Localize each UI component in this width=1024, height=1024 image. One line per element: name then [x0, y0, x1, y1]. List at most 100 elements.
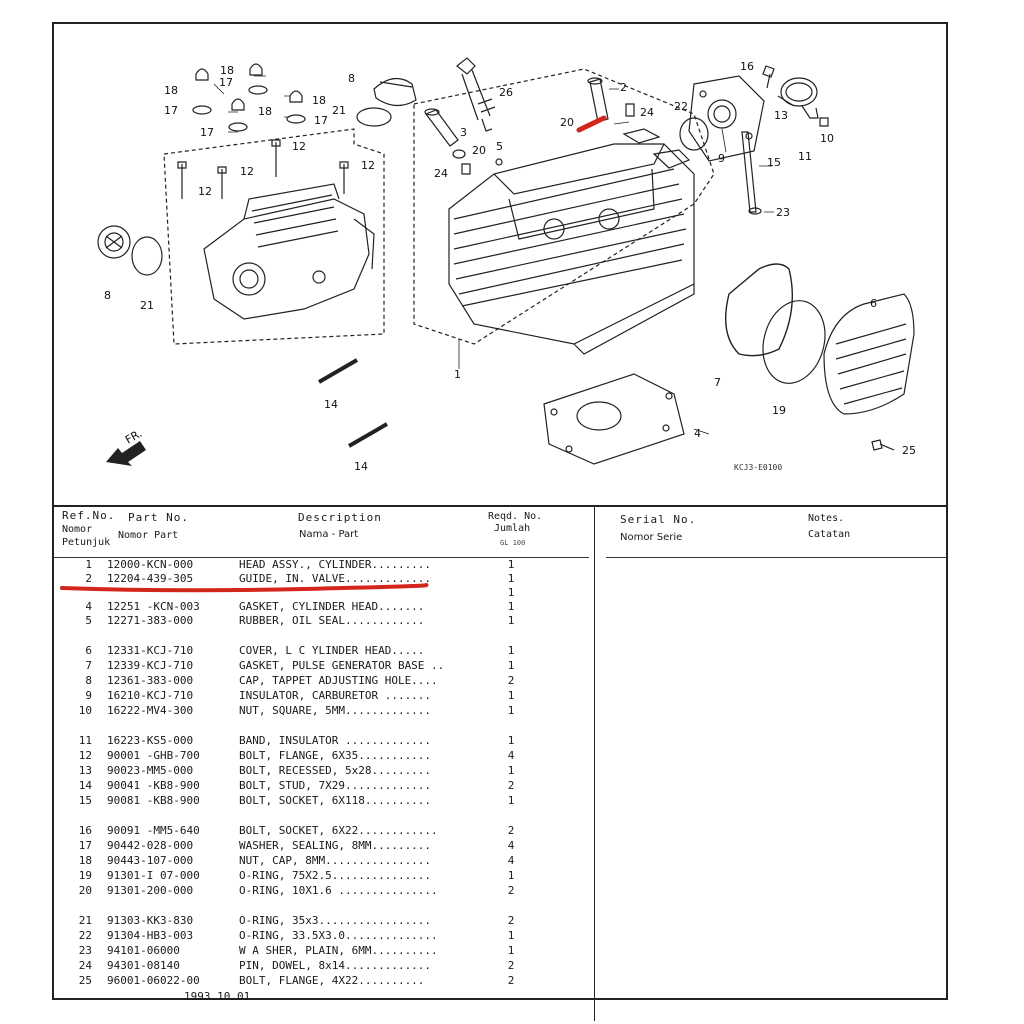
callout-18a: 18	[220, 64, 234, 77]
callout-21b: 21	[140, 299, 154, 312]
callout-10: 10	[820, 132, 834, 145]
diagram-code: KCJ3-E0100	[734, 463, 782, 472]
callout-5: 5	[496, 140, 503, 153]
header-reqd-model: GL 100	[500, 539, 526, 547]
washer-23	[748, 207, 762, 215]
callout-9: 9	[718, 152, 725, 165]
cylinder-head-main	[448, 128, 695, 355]
callout-22: 22	[674, 100, 688, 113]
header-underline-right	[606, 557, 946, 558]
cap-nuts-washers	[192, 63, 306, 132]
oring-19	[762, 300, 826, 384]
callout-23: 23	[776, 206, 790, 219]
callout-16: 16	[740, 60, 754, 73]
callout-24a: 24	[640, 106, 654, 119]
catalog-date: 1993.10.01	[184, 990, 251, 1003]
parts-catalog-sheet: FR. 1 2 3 4 5 6 7 8 8 9 10 11 12 12 12 1…	[52, 22, 948, 1021]
highlight-mark-diagram	[576, 115, 607, 133]
oring-21-top	[356, 107, 392, 127]
callout-26: 26	[499, 86, 513, 99]
table-row: 1	[507, 586, 515, 599]
callout-18d: 18	[312, 94, 326, 107]
callout-12d: 12	[361, 159, 375, 172]
tappet-cap-top	[373, 78, 417, 107]
oring-20-left	[452, 149, 466, 159]
exploded-view-diagram: FR. 1 2 3 4 5 6 7 8 8 9 10 11 12 12 12 1…	[97, 57, 916, 473]
callout-17c: 17	[200, 126, 214, 139]
callout-24b: 24	[434, 167, 448, 180]
callout-14b: 14	[354, 460, 368, 473]
header-reqd-sub: Jumlah	[494, 523, 531, 534]
highlight-underline-row2	[60, 583, 429, 593]
callout-2: 2	[620, 81, 627, 94]
header-ref-sub1: Nomor	[62, 524, 93, 535]
callout-8b: 8	[104, 289, 111, 302]
callout-17a: 17	[219, 76, 233, 89]
recessed-bolt-13	[777, 95, 795, 107]
square-nut-10	[819, 117, 829, 127]
header-underline-left	[54, 557, 589, 558]
header-desc-sub: Nama - Part	[299, 529, 359, 540]
oring-21-left	[131, 236, 163, 276]
dowel-24-left	[461, 163, 471, 175]
callout-17b: 17	[164, 104, 178, 117]
oring-22	[679, 117, 709, 151]
header-serial-sub: Nomor Serie	[620, 532, 683, 543]
oil-seal-5	[495, 158, 503, 166]
valve-guide-3	[424, 108, 459, 147]
callout-21a: 21	[332, 104, 346, 117]
header-ref-no: Ref.No.	[62, 509, 116, 522]
callout-7: 7	[714, 376, 721, 389]
callout-17d: 17	[314, 114, 328, 127]
socket-bolt-16	[762, 65, 775, 89]
stud-bolt-14-lower	[347, 422, 389, 448]
callout-14a: 14	[324, 398, 338, 411]
callout-12a: 12	[198, 185, 212, 198]
callout-1: 1	[454, 368, 461, 381]
pulse-generator-gasket	[724, 263, 793, 357]
column-separator	[594, 507, 595, 1021]
callout-20a: 20	[560, 116, 574, 129]
callout-8a: 8	[348, 72, 355, 85]
callout-15: 15	[767, 156, 781, 169]
header-ref-sub2: Petunjuk	[62, 537, 111, 548]
callout-4: 4	[694, 427, 701, 440]
callout-3: 3	[460, 126, 467, 139]
cylinder-head-cover	[823, 293, 915, 415]
callout-12c: 12	[292, 140, 306, 153]
callout-6: 6	[870, 297, 877, 310]
tappet-cap-left	[97, 225, 131, 259]
flange-bolts-12	[177, 139, 349, 199]
callout-11: 11	[798, 150, 812, 163]
left-group-outline	[163, 128, 385, 345]
callout-labels: 1 2 3 4 5 6 7 8 8 9 10 11 12 12 12 12 13…	[104, 60, 916, 473]
callout-25: 25	[902, 444, 916, 457]
front-arrow-icon: FR.	[106, 427, 146, 466]
header-reqd-no: Reqd. No.	[488, 511, 543, 522]
callout-20b: 20	[472, 144, 486, 157]
insulator-band	[780, 77, 819, 119]
callout-19: 19	[772, 404, 786, 417]
